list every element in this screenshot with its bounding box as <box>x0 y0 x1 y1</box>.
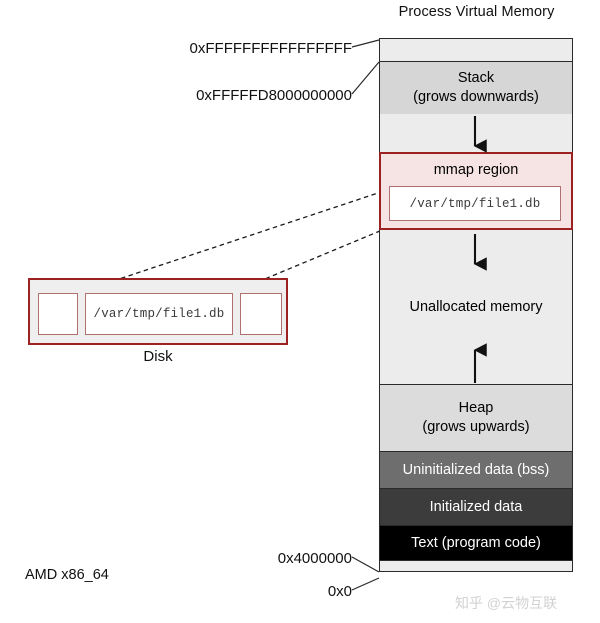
watermark: 知乎 @云物互联 <box>455 595 558 611</box>
text-segment-label: Text (program code) <box>411 534 541 551</box>
page-title: Process Virtual Memory <box>398 4 555 20</box>
connector-disk-top <box>82 189 388 292</box>
disk-label: Disk <box>143 348 173 365</box>
disk-block-empty-right <box>240 293 282 335</box>
heap-label-line1: Heap <box>458 400 494 417</box>
architecture-label: AMD x86_64 <box>25 567 109 583</box>
address-label-mmap-base: 0xFFFFFD8000000000 <box>196 87 352 104</box>
memory-segment-bss: Uninitialized data (bss) <box>379 451 573 489</box>
disk-group: /var/tmp/file1.db Disk <box>28 278 288 365</box>
memory-segment-text: Text (program code) <box>379 525 573 561</box>
disk-block-empty-left <box>38 293 78 335</box>
disk-container: /var/tmp/file1.db <box>28 278 288 345</box>
heap-label-line2: (grows upwards) <box>422 419 530 435</box>
memory-segment-stack: Stack (grows downwards) <box>379 61 573 115</box>
initialized-data-label: Initialized data <box>429 498 523 515</box>
mmap-mapped-file-box: /var/tmp/file1.db <box>389 186 561 221</box>
memory-segment-mmap-region: mmap region /var/tmp/file1.db <box>379 152 573 230</box>
mmap-file-path: /var/tmp/file1.db <box>409 196 541 211</box>
disk-block-file: /var/tmp/file1.db <box>85 293 233 335</box>
stack-label-line2: (grows downwards) <box>413 89 539 105</box>
address-label-zero: 0x0 <box>327 583 352 600</box>
bss-label: Uninitialized data (bss) <box>402 461 550 478</box>
mmap-region-label: mmap region <box>433 162 519 178</box>
stack-label-line1: Stack <box>457 70 495 87</box>
disk-file-path: /var/tmp/file1.db <box>93 307 225 321</box>
address-label-top: 0xFFFFFFFFFFFFFFFF <box>189 40 352 57</box>
process-virtual-memory-column: Stack (grows downwards) mmap region /var… <box>379 38 573 578</box>
memory-segment-bottom-padding <box>379 560 573 572</box>
stack-growth-arrow-icon <box>473 116 487 383</box>
address-label-text-base: 0x4000000 <box>277 550 352 567</box>
unallocated-label: Unallocated memory <box>409 298 543 315</box>
memory-segment-top-padding <box>379 38 573 62</box>
memory-segment-heap: Heap (grows upwards) <box>379 384 573 452</box>
